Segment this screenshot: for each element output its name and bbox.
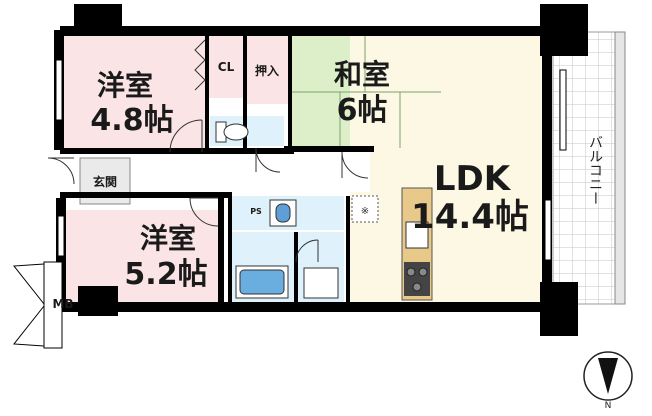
japanese-room-name: 和室 (334, 58, 390, 91)
ldk-name: LDK (434, 159, 512, 199)
western-room-1-size: 4.8帖 (90, 103, 173, 138)
western-room-1-area (64, 36, 205, 152)
meter-box-doors (13, 261, 63, 349)
kitchen-counter (401, 187, 433, 301)
western-room-2-size: 5.2帖 (124, 257, 207, 292)
entrance-label: 玄関 (93, 174, 117, 189)
windows (55, 59, 567, 261)
oshiire-area (247, 36, 289, 104)
japanese-room-size: 6帖 (337, 93, 388, 128)
closet-folding-doors (194, 39, 206, 91)
washbasin-icon (269, 199, 297, 227)
washing-machine-space (303, 267, 339, 299)
closet-label: CL (218, 60, 235, 74)
north-label: N (605, 401, 612, 411)
pipe-space-label: PS (250, 207, 262, 216)
balcony-label: バルコニー (587, 135, 603, 205)
oshiire-label: 押入 (255, 63, 279, 78)
toilet-icon (215, 121, 249, 143)
door-swings (47, 119, 369, 263)
svg-text:※: ※ (361, 206, 369, 217)
western-room-2-name: 洋室 (140, 222, 196, 255)
ldk-area (350, 36, 550, 302)
meter-box-label: MB (52, 297, 73, 311)
balcony-rail (614, 31, 626, 305)
ldk-size: 14.4帖 (411, 197, 529, 237)
bathtub-icon (235, 265, 289, 299)
range-hood-icon: ※ (351, 195, 379, 223)
closet-area (205, 36, 243, 98)
north-compass-icon: N (583, 351, 633, 411)
western-room-1-name: 洋室 (97, 69, 153, 102)
tatami-lines (289, 36, 441, 148)
